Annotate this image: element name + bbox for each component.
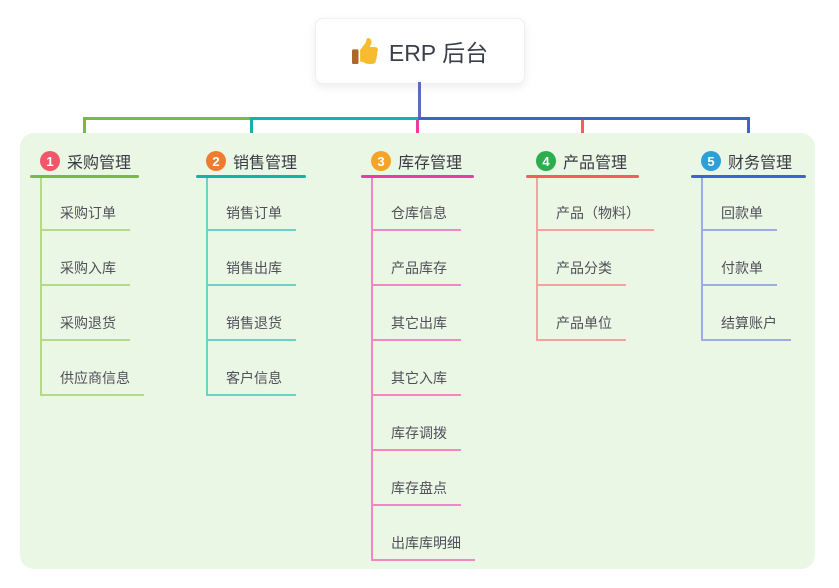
branch-underline: [30, 175, 139, 178]
branch-number-badge: 4: [536, 151, 556, 171]
branch-number-badge: 3: [371, 151, 391, 171]
mindmap-item[interactable]: 出库库明细: [373, 506, 475, 561]
branch-title: 销售管理: [233, 155, 298, 172]
mindmap-item[interactable]: 销售订单: [208, 178, 306, 231]
root-title: ERP 后台: [388, 40, 489, 66]
mindmap-item-label: 客户信息: [208, 370, 296, 396]
branch-underline: [196, 175, 306, 178]
mindmap-item-label: 产品单位: [538, 315, 626, 341]
branch-4-header[interactable]: 4 产品管理: [526, 147, 654, 175]
mindmap-item-label: 供应商信息: [42, 370, 144, 396]
mindmap-item-label: 产品库存: [373, 260, 461, 286]
mindmap-item-label: 其它出库: [373, 315, 461, 341]
mindmap-item[interactable]: 销售退货: [208, 286, 306, 341]
branch-items: 回款单付款单结算账户: [701, 178, 806, 341]
branch-4: 4 产品管理产品（物料） 产品分类产品单位: [526, 147, 654, 341]
branch-items: 产品（物料） 产品分类产品单位: [536, 178, 654, 341]
root-node[interactable]: ERP 后台: [315, 18, 525, 84]
mindmap-item[interactable]: 销售出库: [208, 231, 306, 286]
mindmap-item[interactable]: 仓库信息: [373, 178, 475, 231]
mindmap-item[interactable]: 产品分类: [538, 231, 654, 286]
mindmap-item-label: 采购入库: [42, 260, 130, 286]
mindmap-item[interactable]: 库存调拨: [373, 396, 475, 451]
branch-items: 仓库信息产品库存其它出库其它入库库存调拨库存盘点出库库明细: [371, 178, 475, 561]
mindmap-item[interactable]: 产品单位: [538, 286, 654, 341]
branch-title: 采购管理: [67, 155, 132, 172]
mindmap-item-label: 采购订单: [42, 205, 130, 231]
mindmap-item[interactable]: 结算账户: [703, 286, 806, 341]
branch-number-badge: 2: [206, 151, 226, 171]
branch-3-header[interactable]: 3 库存管理: [361, 147, 475, 175]
branch-2-header[interactable]: 2 销售管理: [196, 147, 306, 175]
mindmap-item-label: 付款单: [703, 260, 777, 286]
branch-items: 采购订单采购入库采购退货供应商信息: [40, 178, 144, 396]
mindmap-item-label: 产品分类: [538, 260, 626, 286]
branch-1-header[interactable]: 1 采购管理: [30, 147, 144, 175]
connector-drop-branch-5: [747, 117, 750, 144]
connector-drop-branch-3: [416, 120, 419, 143]
connector-root-stem: [417, 82, 421, 117]
mindmap-item[interactable]: 付款单: [703, 231, 806, 286]
mindmap-item-label: 库存调拨: [373, 425, 461, 451]
connector-horizontal-branch-5: [417, 117, 750, 120]
branch-1: 1 采购管理采购订单采购入库采购退货供应商信息: [30, 147, 144, 396]
mindmap-item[interactable]: 产品库存: [373, 231, 475, 286]
branch-underline: [691, 175, 806, 178]
branch-underline: [361, 175, 474, 178]
mindmap-item-label: 采购退货: [42, 315, 130, 341]
branch-number-badge: 5: [701, 151, 721, 171]
mindmap-item-label: 仓库信息: [373, 205, 461, 231]
connector-drop-branch-4: [581, 120, 584, 143]
mindmap-item[interactable]: 其它出库: [373, 286, 475, 341]
branch-items: 销售订单销售出库销售退货客户信息: [206, 178, 306, 396]
mindmap-item[interactable]: 客户信息: [208, 341, 306, 396]
branch-5: 5 财务管理回款单付款单结算账户: [691, 147, 806, 341]
mindmap-item-label: 其它入库: [373, 370, 461, 396]
branch-2: 2 销售管理销售订单销售出库销售退货客户信息: [196, 147, 306, 396]
mindmap-item-label: 回款单: [703, 205, 777, 231]
branch-3: 3 库存管理仓库信息产品库存其它出库其它入库库存调拨库存盘点出库库明细: [361, 147, 475, 561]
branch-title: 财务管理: [728, 155, 793, 172]
branch-underline: [526, 175, 639, 178]
mindmap-item-label: 产品（物料）: [538, 205, 654, 231]
mindmap-item[interactable]: 供应商信息: [42, 341, 144, 396]
mindmap-item-label: 出库库明细: [373, 535, 475, 561]
branch-number-badge: 1: [40, 151, 60, 171]
mindmap-item[interactable]: 库存盘点: [373, 451, 475, 506]
mindmap-item[interactable]: 采购入库: [42, 231, 144, 286]
mindmap-item[interactable]: 其它入库: [373, 341, 475, 396]
mindmap-item-label: 库存盘点: [373, 480, 461, 506]
mindmap-item[interactable]: 采购订单: [42, 178, 144, 231]
thumbs-up-icon: [351, 38, 378, 64]
mindmap-item-label: 销售订单: [208, 205, 296, 231]
mindmap-item[interactable]: 回款单: [703, 178, 806, 231]
mindmap-item[interactable]: 产品（物料）: [538, 178, 654, 231]
branch-5-header[interactable]: 5 财务管理: [691, 147, 806, 175]
branch-title: 库存管理: [398, 155, 463, 172]
branches-panel: [20, 133, 815, 569]
mindmap-item-label: 销售出库: [208, 260, 296, 286]
mindmap-item[interactable]: 采购退货: [42, 286, 144, 341]
mindmap-item-label: 销售退货: [208, 315, 296, 341]
mindmap-item-label: 结算账户: [703, 315, 791, 341]
connector-horizontal-branch-2: [249, 117, 419, 120]
connector-drop-branch-2: [249, 117, 253, 144]
branch-title: 产品管理: [563, 155, 628, 172]
connector-drop-branch-1: [83, 117, 86, 144]
connector-horizontal-branch-1: [83, 117, 250, 120]
